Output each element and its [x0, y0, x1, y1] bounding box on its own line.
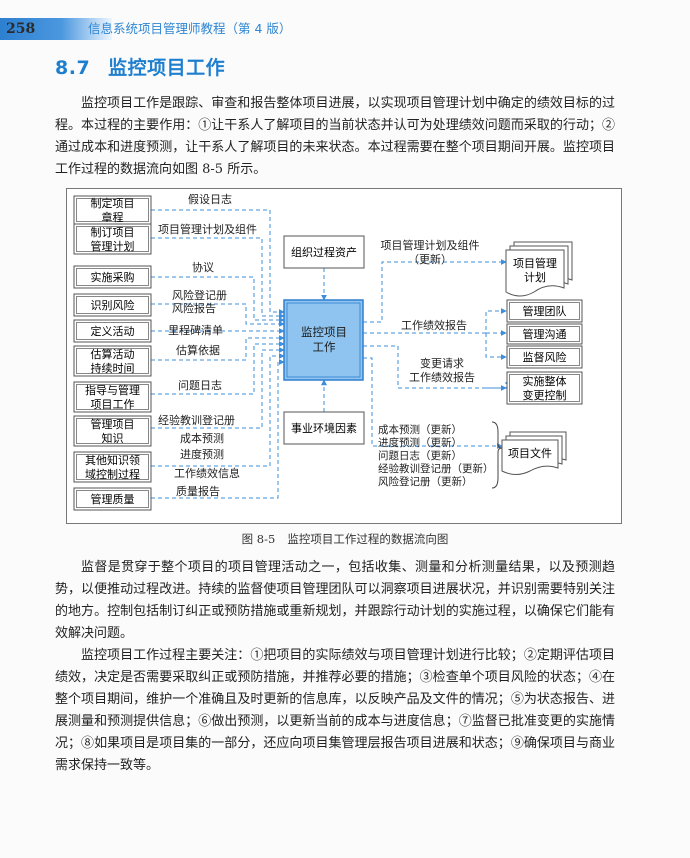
- flow-label-quality-report: 质量报告: [176, 484, 220, 498]
- flow-label-pm-plan: 项目管理计划及组件: [158, 222, 257, 236]
- source-process-box-1-line1: 制定项目: [91, 196, 135, 210]
- source-process-box-9-line1: 其他知识领: [85, 453, 140, 467]
- source-process-box-9-line2: 域控制过程: [85, 467, 140, 481]
- paragraph-intro: 监控项目工作是跟踪、审查和报告整体项目进展，以实现项目管理计划中确定的绩效目标的…: [55, 96, 615, 177]
- project-documents-label: 项目文件: [508, 446, 552, 460]
- center-process-line2: 工作: [313, 340, 336, 354]
- doc-update-item-2: 进度预测（更新）: [378, 436, 462, 449]
- source-process-box-4: 识别风险: [73, 293, 152, 317]
- source-process-box-8-line2: 知识: [102, 431, 124, 445]
- pm-plan-doc-line1: 项目管理: [513, 256, 557, 270]
- flow-label-risk-report: 风险报告: [172, 301, 216, 315]
- source-process-box-10-line1: 管理质量: [91, 492, 135, 506]
- source-process-box-8-line1: 管理项目: [91, 417, 135, 431]
- source-process-box-3: 实施采购: [73, 265, 152, 289]
- doc-update-item-4: 经验教训登记册（更新）: [378, 462, 494, 475]
- target-process-box-2: 管理沟通: [506, 323, 583, 345]
- header-accent-bar: [0, 18, 112, 40]
- flow-label-agreements: 协议: [192, 260, 214, 274]
- data-flow-diagram: 制定项目章程制订项目管理计划实施采购识别风险定义活动估算活动持续时间指导与管理项…: [66, 188, 622, 524]
- page-number: 258: [6, 21, 36, 37]
- source-process-box-6-line1: 估算活动: [91, 347, 135, 361]
- pm-plan-doc-line2: 计划: [524, 271, 546, 284]
- flow-label-estimate-basis: 估算依据: [176, 343, 220, 357]
- source-process-box-7-line1: 指导与管理: [85, 383, 140, 397]
- target-process-box-4-line1: 实施整体: [523, 374, 567, 388]
- source-process-box-7-line2: 项目工作: [91, 398, 135, 411]
- source-process-box-3-line1: 实施采购: [91, 270, 135, 284]
- section-heading: 8.7 监控项目工作: [55, 53, 225, 80]
- out-label-work-perf-report-2: 工作绩效报告: [409, 370, 475, 384]
- target-process-box-1: 管理团队: [506, 299, 583, 323]
- out-label-updated: （更新）: [408, 252, 452, 266]
- target-process-box-1-line1: 管理团队: [523, 304, 567, 318]
- out-label-work-perf-report: 工作绩效报告: [401, 318, 467, 332]
- section-number: 8.7: [55, 57, 91, 79]
- flow-label-issue-log: 问题日志: [178, 379, 222, 392]
- target-process-box-3: 监督风险: [506, 345, 583, 369]
- flow-label-risk-register: 风险登记册: [172, 288, 227, 302]
- input-connectors: [151, 209, 507, 499]
- source-process-box-1-line2: 章程: [102, 210, 124, 224]
- flow-label-work-perf-info: 工作绩效信息: [174, 466, 240, 480]
- paragraph-focus-points: 监控项目工作过程主要关注：①把项目的实际绩效与项目管理计划进行比较；②定期评估项…: [55, 648, 615, 773]
- source-process-box-2-line1: 制订项目: [91, 226, 135, 239]
- flow-label-milestone-list: 里程碑清单: [168, 324, 223, 337]
- source-process-box-4-line1: 识别风险: [91, 298, 135, 312]
- flow-label-lessons-learned: 经验教训登记册: [158, 413, 235, 427]
- doc-update-item-3: 问题日志（更新）: [378, 449, 462, 462]
- doc-update-item-1: 成本预测（更新）: [378, 423, 462, 436]
- center-process-inner: [286, 302, 361, 378]
- source-process-box-2-line2: 管理计划: [91, 239, 135, 253]
- source-process-box-5: 定义活动: [73, 319, 152, 343]
- out-label-pm-plan: 项目管理计划及组件: [381, 238, 480, 252]
- project-doc-updates-list: 成本预测（更新）进度预测（更新）问题日志（更新）经验教训登记册（更新）风险登记册…: [378, 423, 494, 488]
- out-label-change-request: 变更请求: [420, 356, 464, 370]
- center-process-box: [283, 299, 364, 381]
- target-process-box-3-line1: 监督风险: [523, 350, 567, 364]
- enterprise-env-factors-box: [283, 411, 365, 445]
- doc-update-item-5: 风险登记册（更新）: [378, 475, 473, 488]
- source-process-box-5-line1: 定义活动: [91, 324, 135, 338]
- enterprise-env-factors-label: 事业环境因素: [291, 421, 357, 435]
- pm-plan-document-icon: 项目管理 计划: [505, 241, 573, 297]
- flow-label-assumption-log: 假设日志: [188, 192, 232, 206]
- doc-updates-brace: [491, 421, 503, 489]
- source-process-list: 制定项目章程制订项目管理计划实施采购识别风险定义活动估算活动持续时间指导与管理项…: [73, 195, 152, 511]
- project-documents-icon: 项目文件: [501, 431, 567, 475]
- figure-caption: 图 8-5 监控项目工作过程的数据流向图: [0, 531, 690, 547]
- running-header-title: 信息系统项目管理师教程（第 4 版）: [88, 21, 292, 36]
- target-process-box-4-line2: 变更控制: [523, 388, 567, 402]
- figure-number: 图 8-5: [241, 532, 276, 546]
- figure-caption-text: 监控项目工作过程的数据流向图: [287, 532, 449, 546]
- flow-label-cost-forecast: 成本预测: [180, 431, 224, 445]
- org-process-assets-label: 组织过程资产: [291, 245, 357, 259]
- target-process-box-2-line1: 管理沟通: [523, 327, 567, 341]
- flow-label-schedule-forecast: 进度预测: [180, 447, 224, 461]
- source-process-box-6-line2: 持续时间: [91, 361, 135, 375]
- org-process-assets-box: [283, 235, 365, 269]
- paragraph-monitoring: 监督是贯穿于整个项目的项目管理活动之一，包括收集、测量和分析测量结果，以及预测趋…: [55, 560, 615, 641]
- section-title: 监控项目工作: [108, 57, 226, 79]
- center-process-line1: 监控项目: [301, 325, 347, 339]
- source-process-box-10: 管理质量: [73, 487, 152, 511]
